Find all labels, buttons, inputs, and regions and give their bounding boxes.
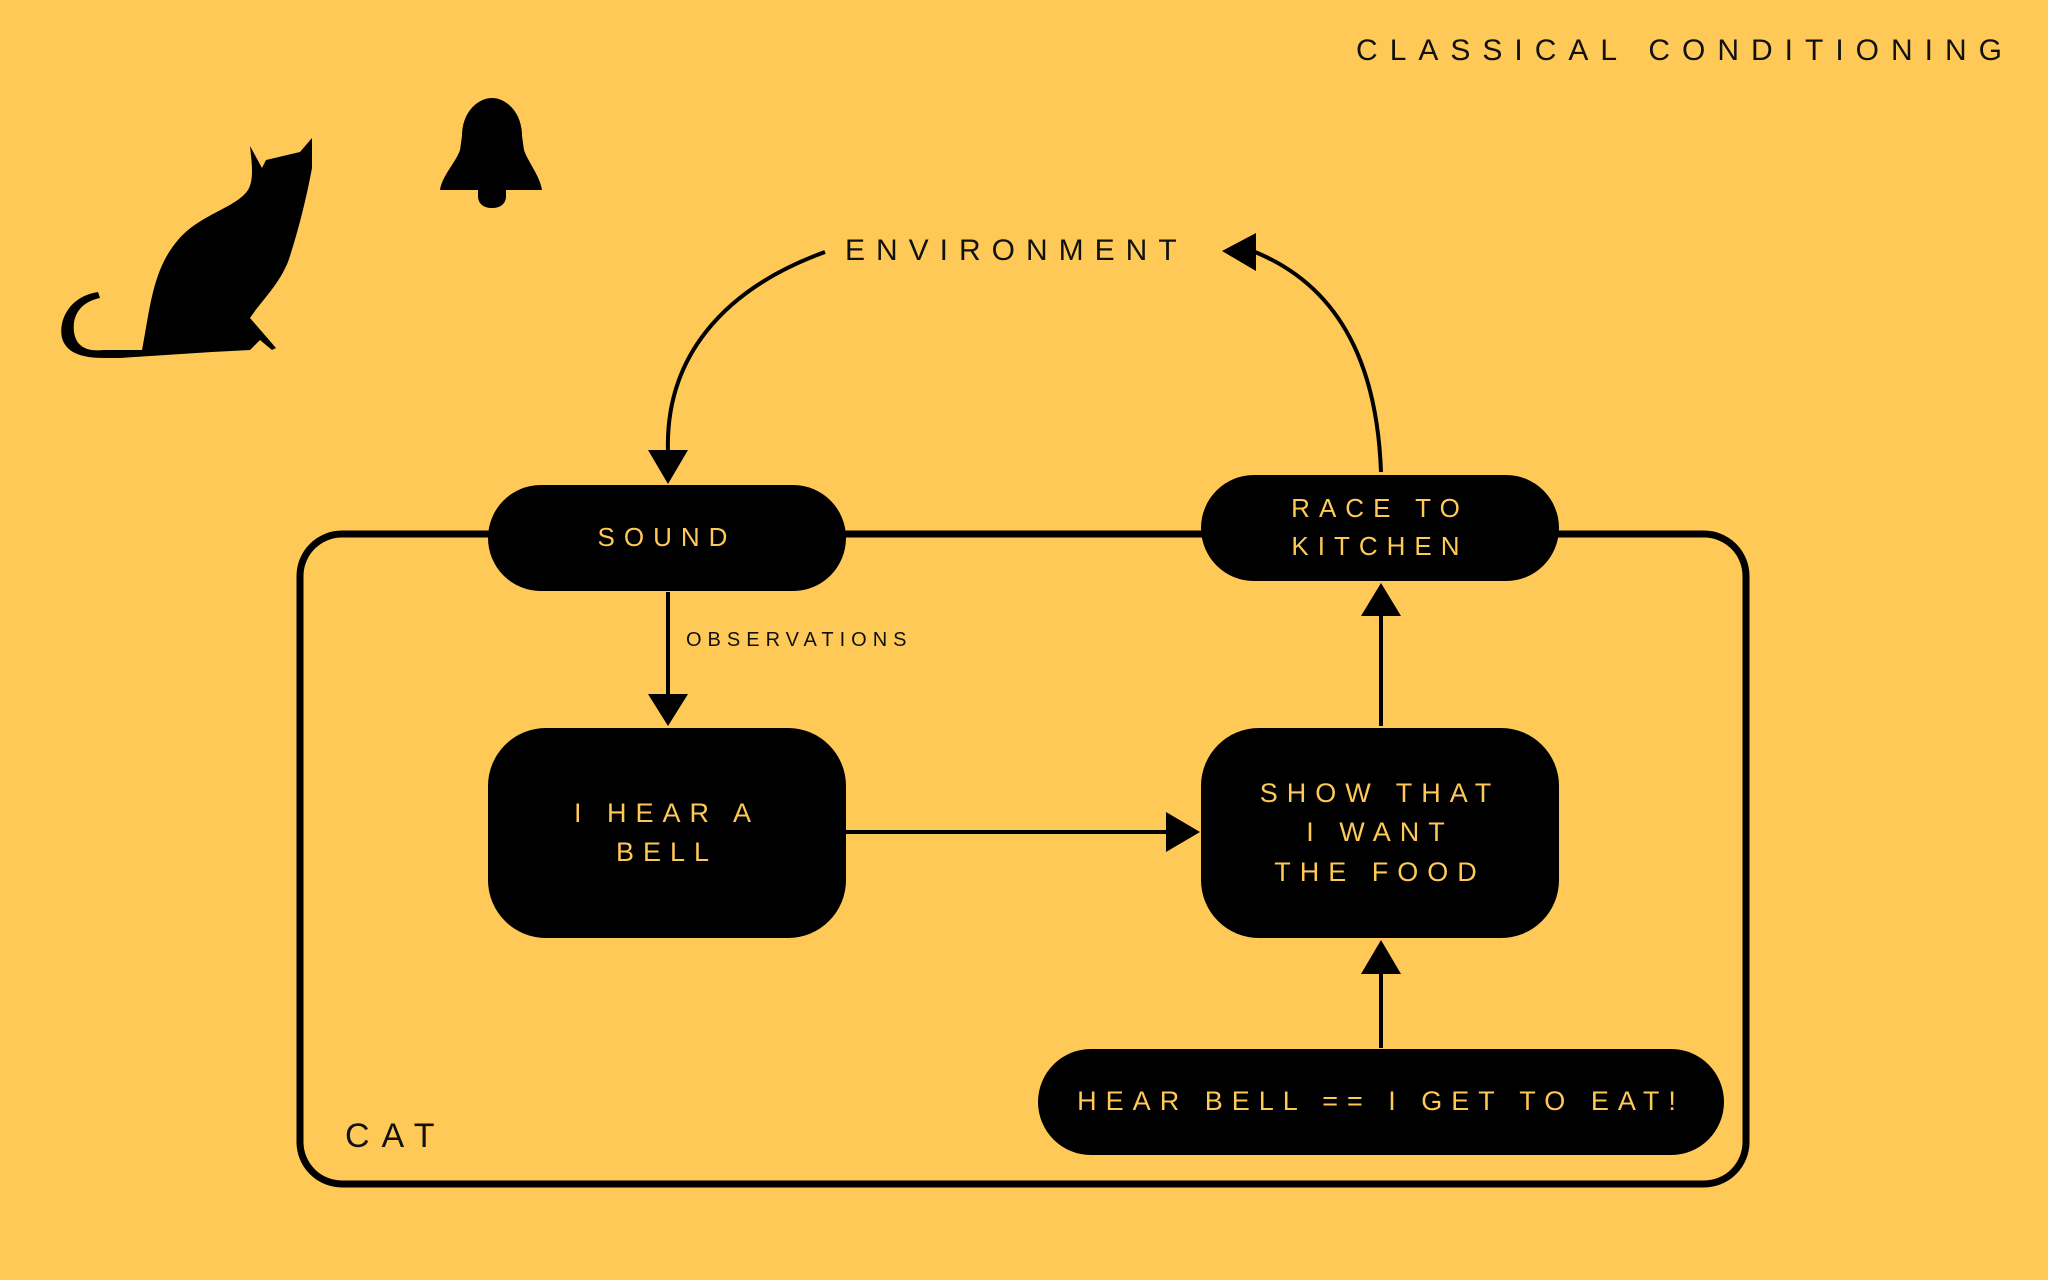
environment-label: ENVIRONMENT [845,234,1188,267]
arrowhead-show-bottom [1361,940,1401,974]
node-sound: SOUND [488,485,846,591]
node-sound-label: SOUND [597,522,737,553]
node-race-label: RACE TO KITCHEN [1291,493,1469,561]
edge-race-to-environment [1249,248,1383,473]
arrowhead-bell [648,694,688,726]
observations-edge-label: OBSERVATIONS [686,629,913,651]
bell-icon [440,98,542,208]
node-race-to-kitchen: RACE TO KITCHEN [1201,475,1559,581]
edge-environment-to-sound [665,250,826,453]
diagram-title: CLASSICAL CONDITIONING [1356,34,2014,67]
arrowhead-environment [1222,233,1256,271]
cat-boundary-label: CAT [345,1117,447,1155]
node-rule-label: HEAR BELL == I GET TO EAT! [1077,1086,1685,1117]
arrowhead-sound [648,450,688,484]
node-show-that-i-want-the-food: SHOW THAT I WANT THE FOOD [1201,728,1559,938]
arrowhead-show-left [1166,812,1200,852]
node-bell-label: I HEAR A BELL [573,797,761,867]
node-i-hear-a-bell: I HEAR A BELL [488,728,846,938]
node-hear-bell-rule: HEAR BELL == I GET TO EAT! [1038,1049,1724,1155]
cat-boundary [296,530,1750,1188]
arrowhead-race [1361,583,1401,616]
node-show-label: SHOW THAT I WANT THE FOOD [1259,778,1501,887]
cat-silhouette-icon [61,138,312,358]
